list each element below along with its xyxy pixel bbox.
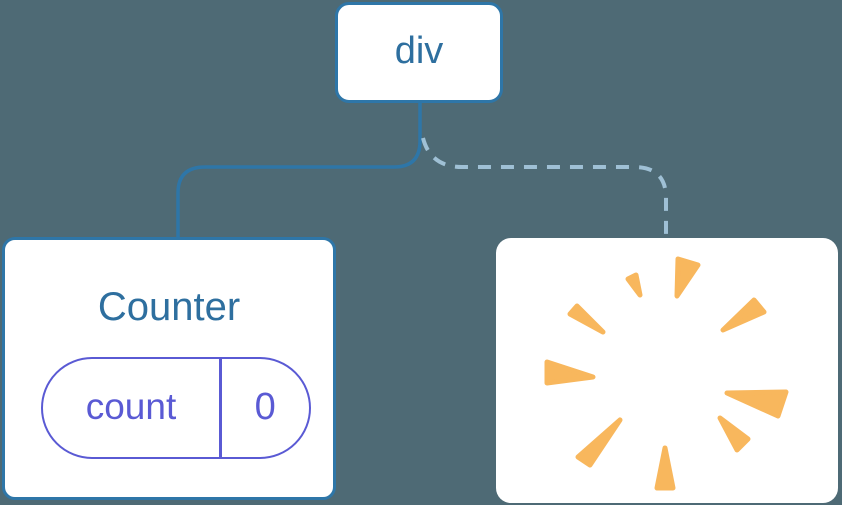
poof-ray [567, 303, 606, 335]
state-pill: count 0 [41, 357, 311, 459]
counter-component-title: Counter [97, 285, 241, 329]
solid-connector-line [176, 100, 422, 240]
poof-ray [674, 256, 701, 299]
poof-ray [575, 417, 623, 468]
counter-component-card: Counter count 0 [2, 237, 336, 500]
poof-ray [544, 359, 596, 386]
state-value-label: 0 [254, 385, 276, 428]
poof-ray [724, 389, 789, 419]
pill-divider [219, 359, 222, 457]
poof-icon [544, 256, 789, 491]
state-key-label: count [85, 386, 177, 427]
poof-ray [625, 272, 643, 298]
poof-ray [654, 445, 676, 491]
root-node-div: div [335, 2, 503, 103]
poof-ray [720, 297, 767, 333]
dashed-connector-line [421, 137, 668, 237]
poof-ray [717, 415, 751, 453]
root-node-label: div [394, 29, 444, 72]
removed-component-card [496, 238, 838, 503]
